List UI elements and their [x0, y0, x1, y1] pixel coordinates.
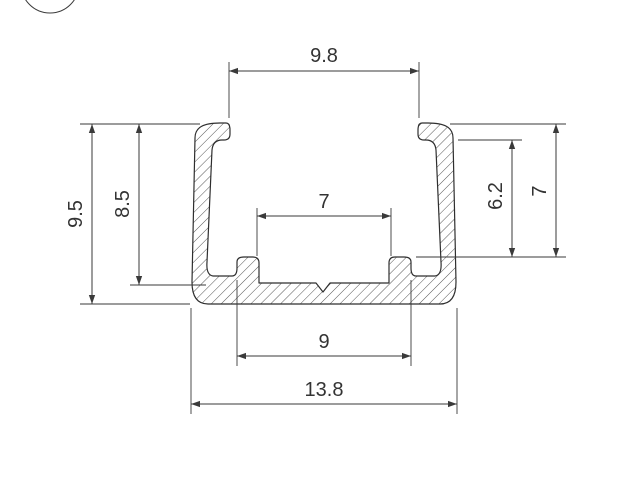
profile-section: [191, 122, 457, 305]
dimension-label-bottom-inner: 9: [318, 331, 329, 353]
dimension-label-inner-height: 8.5: [112, 190, 134, 218]
dimension-label-bottom-total: 13.8: [305, 379, 344, 401]
dimension-label-inner-groove: 7: [318, 191, 329, 213]
dimension-label-outer-height: 9.5: [65, 200, 87, 228]
corner-badge: [25, 0, 75, 14]
dimension-label-right-total: 7: [529, 185, 551, 196]
dimension-label-top-opening: 9.8: [310, 45, 338, 67]
dimension-label-right-upper: 6.2: [485, 182, 507, 210]
